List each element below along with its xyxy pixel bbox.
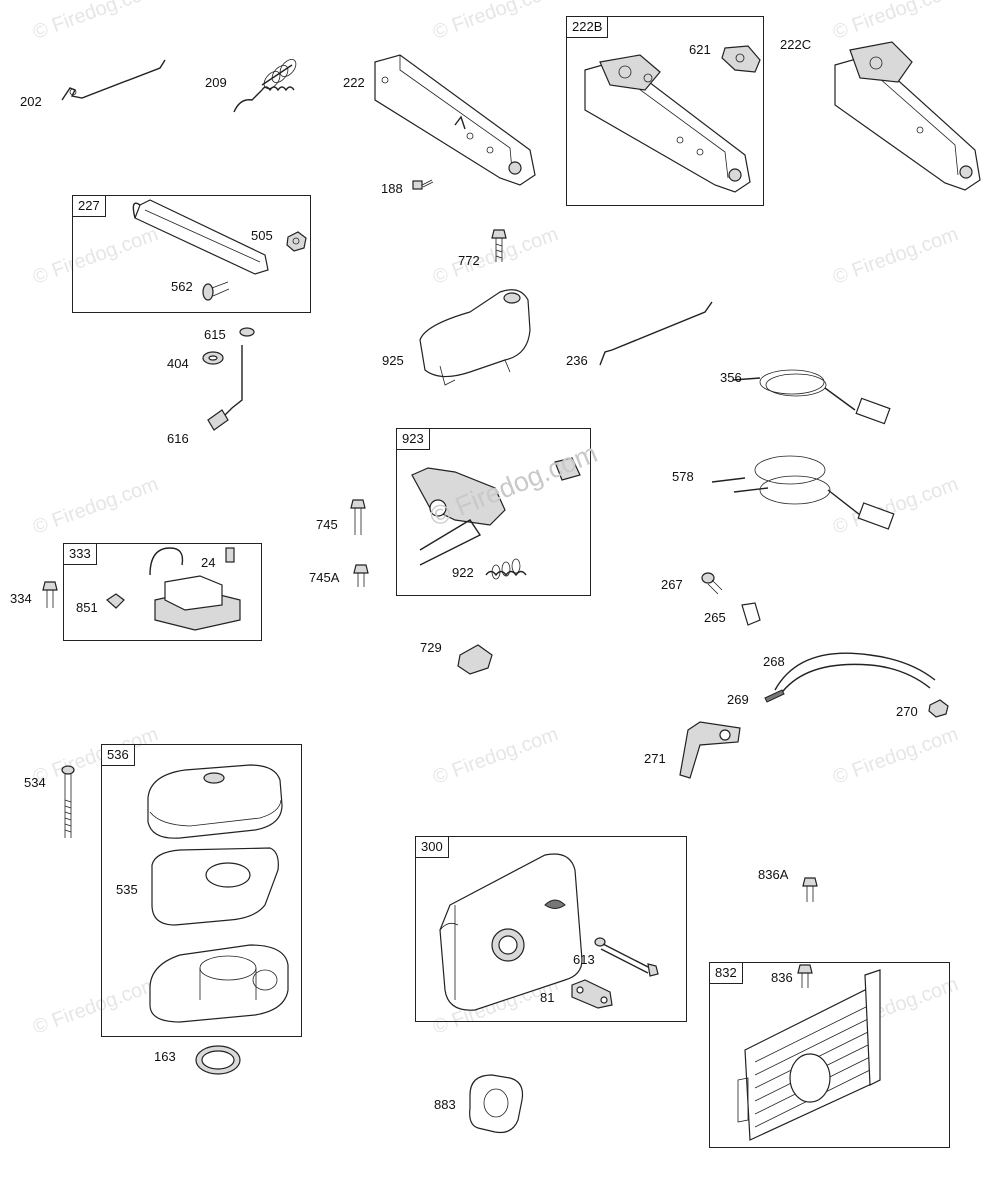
link-wire-236 [599,301,713,366]
part-label-267: 267 [661,577,683,592]
clip-615 [239,327,255,337]
assembly-box-227: 227 [72,195,311,313]
part-label-836A: 836A [758,867,789,882]
part-label-922: 922 [452,565,474,580]
screw-188 [412,179,434,190]
part-label-851: 851 [76,600,98,615]
part-label-222: 222 [343,75,365,90]
fuel-tank-925 [419,289,531,386]
assembly-tag: 300 [416,837,449,858]
air-cleaner-cover [147,764,283,839]
assembly-tag: 923 [397,429,430,450]
link-wire-202 [61,59,166,101]
part-label-745: 745 [316,517,338,532]
nut-270 [928,699,949,718]
muffler-300 [439,853,583,1011]
wire-harness-578 [711,455,895,530]
assembly-box-536: 536 [101,744,302,1037]
part-label-883: 883 [434,1097,456,1112]
assembly-box-832: 832 [709,962,950,1148]
governor-assembly-923 [411,457,581,566]
wire-harness-356 [732,369,891,425]
bracket-222 [374,54,536,186]
assembly-tag: 227 [73,196,106,217]
air-filter-535 [151,847,279,926]
part-label-265: 265 [704,610,726,625]
assembly-tag: 832 [710,963,743,984]
part-label-925: 925 [382,353,404,368]
control-bracket-222B [584,54,751,193]
screw-836 [797,964,813,988]
part-label-24: 24 [201,555,216,570]
part-label-209: 209 [205,75,227,90]
part-label-356: 356 [720,370,742,385]
control-cable-268 [774,652,936,696]
muffler-guard-832 [737,969,881,1141]
part-label-534: 534 [24,775,46,790]
assembly-box-222B: 222B [566,16,764,206]
clip-621 [721,45,761,73]
part-label-222C: 222C [780,37,812,52]
bolt-534 [61,765,75,838]
lock-plate-81 [571,979,613,1009]
screw-745A [353,564,369,587]
screw-267 [701,572,723,595]
part-label-163: 163 [154,1049,176,1064]
part-label-271: 271 [644,751,666,766]
part-label-270: 270 [896,704,918,719]
lever-227 [132,199,269,275]
part-label-613: 613 [573,952,595,967]
part-label-836: 836 [771,970,793,985]
ignition-armature-333 [106,547,241,631]
conduit-269 [764,689,785,703]
control-lever-271 [679,721,741,779]
part-label-621: 621 [689,42,711,57]
assembly-box-300: 300 [415,836,687,1022]
assembly-tag: 333 [64,544,97,565]
part-label-772: 772 [458,253,480,268]
part-label-616: 616 [167,431,189,446]
part-label-334: 334 [10,591,32,606]
part-label-202: 202 [20,94,42,109]
screw-745 [350,499,366,535]
spring-209 [233,59,297,113]
screw-334 [42,581,58,608]
screw-562 [202,281,230,301]
part-label-535: 535 [116,882,138,897]
washer-404 [202,351,224,365]
part-label-236: 236 [566,353,588,368]
part-label-729: 729 [420,640,442,655]
part-label-269: 269 [727,692,749,707]
assembly-box-333: 333 [63,543,262,641]
gasket-883 [469,1074,524,1134]
gasket-163 [195,1045,241,1075]
assembly-tag: 536 [102,745,135,766]
control-bracket-222C [834,41,981,191]
part-label-404: 404 [167,356,189,371]
clip-265 [741,602,761,626]
nut-505 [286,231,307,252]
assembly-box-923: 923 [396,428,591,596]
screw-772 [491,229,507,262]
bolt-613 [594,937,659,977]
part-label-562: 562 [171,279,193,294]
part-label-268: 268 [763,654,785,669]
spring-922 [485,558,527,580]
part-label-81: 81 [540,990,555,1005]
part-label-505: 505 [251,228,273,243]
air-cleaner-base [149,944,289,1023]
part-label-745A: 745A [309,570,340,585]
clamp-729 [457,644,493,675]
part-label-578: 578 [672,469,694,484]
assembly-tag: 222B [567,17,609,38]
part-label-188: 188 [381,181,403,196]
screw-836A [802,877,818,902]
part-label-615: 615 [204,327,226,342]
shaft-616 [207,345,243,431]
